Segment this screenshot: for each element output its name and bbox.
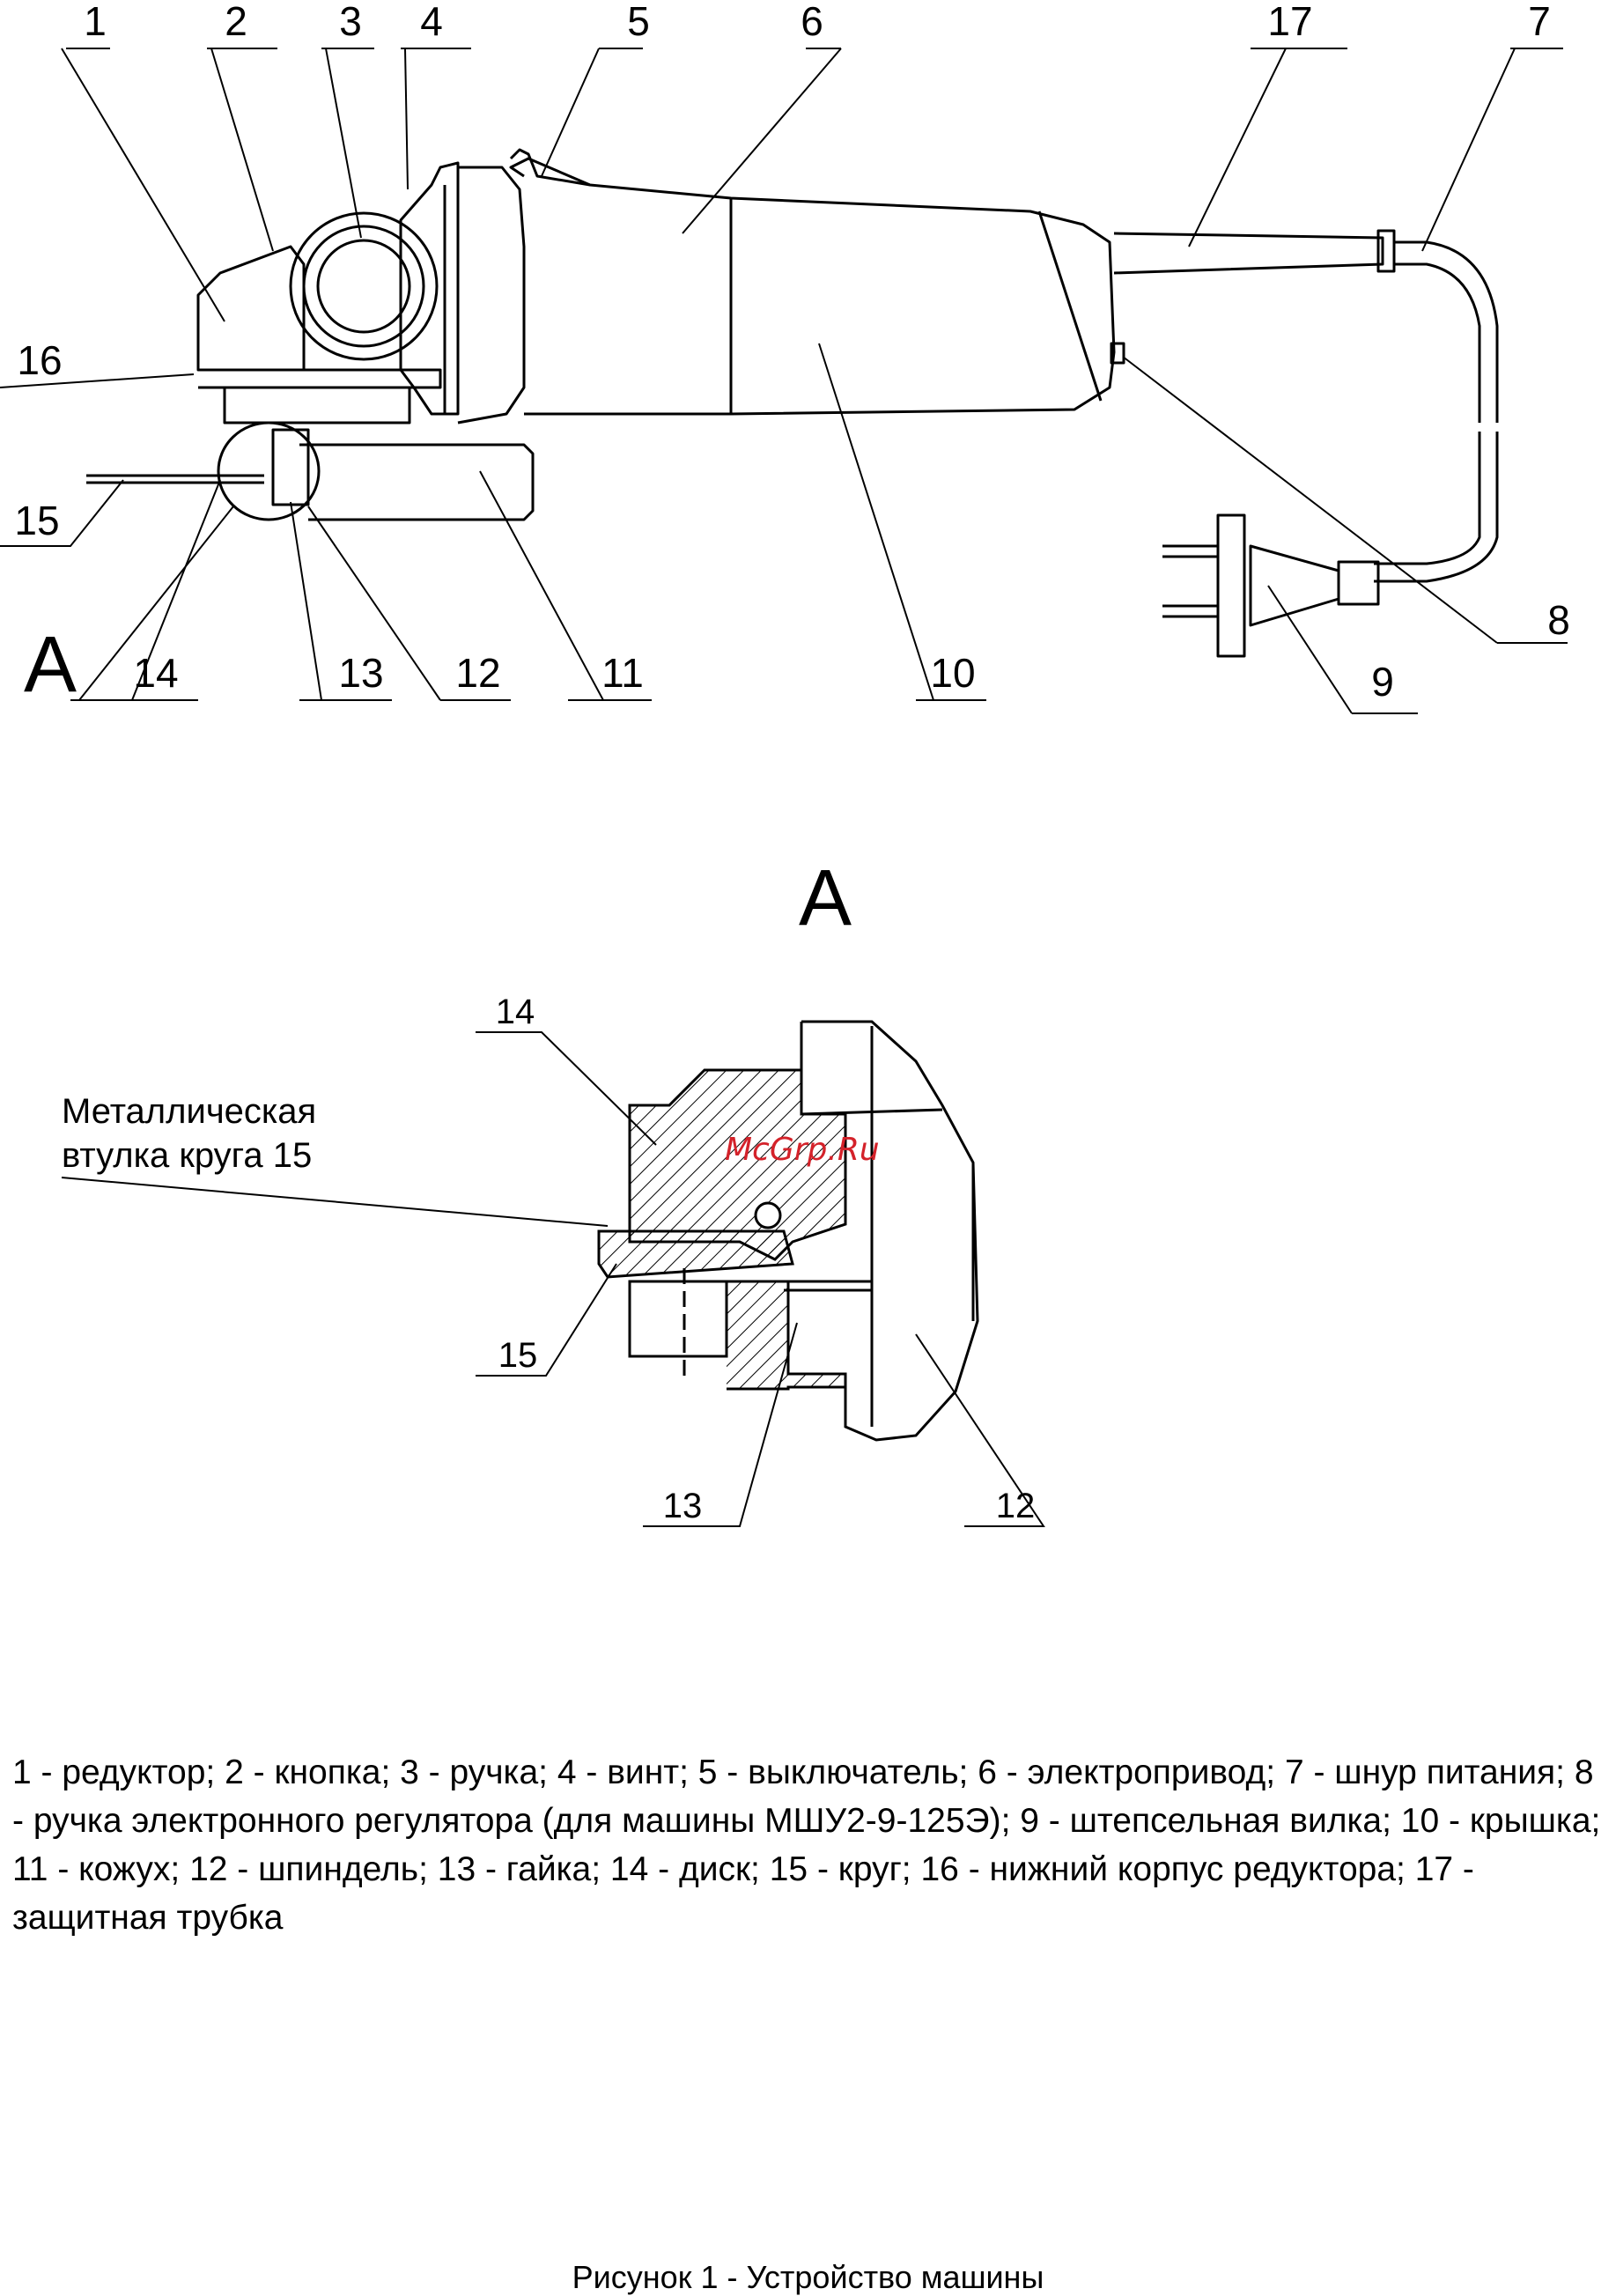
switch	[509, 148, 591, 187]
wheel-sleeve	[597, 1229, 794, 1279]
leader-lines	[0, 48, 1568, 714]
detail-label-14: 14	[496, 993, 535, 1031]
figure-caption: Рисунок 1 - Устройство машины	[572, 2259, 1044, 2295]
watermark: McGrp.Ru	[725, 1132, 880, 1168]
detail-a-drawing	[597, 1020, 979, 1442]
motor-housing	[509, 157, 1116, 416]
power-plug	[1249, 544, 1339, 627]
regulator-knob	[1110, 342, 1125, 365]
flange-nut	[217, 421, 321, 521]
callout-8: 8	[1547, 597, 1570, 643]
callout-14: 14	[133, 650, 178, 696]
callout-A: A	[24, 621, 77, 709]
callout-17: 17	[1267, 0, 1312, 44]
protective-tube	[1113, 232, 1384, 275]
detail-label-sleeve-1: Металлическая	[62, 1092, 316, 1131]
detail-a-leaders	[61, 1031, 1045, 1527]
power-cord	[1374, 240, 1499, 583]
callout-6: 6	[801, 0, 823, 44]
callout-10: 10	[930, 650, 975, 696]
callout-7: 7	[1528, 0, 1551, 44]
detail-label-13: 13	[663, 1487, 703, 1525]
gearbox-housing	[196, 245, 306, 372]
side-handle	[289, 211, 439, 361]
callout-1: 1	[84, 0, 107, 44]
detail-label-12: 12	[996, 1487, 1036, 1525]
detail-title: A	[799, 854, 852, 942]
callout-11: 11	[601, 650, 644, 696]
callout-13: 13	[338, 650, 383, 696]
callout-16: 16	[17, 337, 62, 383]
spindle-outline	[788, 1020, 979, 1442]
callout-12: 12	[455, 650, 500, 696]
detail-label-15: 15	[498, 1336, 538, 1375]
screw-flange	[399, 161, 460, 416]
callout-4: 4	[420, 0, 443, 44]
callout-5: 5	[627, 0, 650, 44]
callout-labels: 1 2 3 4 5 6 17 7 16 15 A 14 13 12 11 10 …	[14, 0, 1569, 709]
callout-15: 15	[14, 498, 59, 543]
detail-a-labels: 14 Металлическая втулка круга 15 15 13 1…	[62, 993, 1035, 1525]
grinder-drawing	[86, 148, 1499, 658]
callout-2: 2	[225, 0, 247, 44]
detail-label-sleeve-2: втулка круга 15	[62, 1136, 312, 1175]
callout-3: 3	[339, 0, 362, 44]
parts-legend: 1 - редуктор; 2 - кнопка; 3 - ручка; 4 -…	[12, 1753, 1601, 1937]
callout-9: 9	[1371, 659, 1394, 705]
guard	[299, 443, 535, 521]
machine-diagram: 1 2 3 4 5 6 17 7 16 15 A 14 13 12 11 10 …	[0, 0, 1570, 1527]
nut-section	[727, 1280, 847, 1391]
